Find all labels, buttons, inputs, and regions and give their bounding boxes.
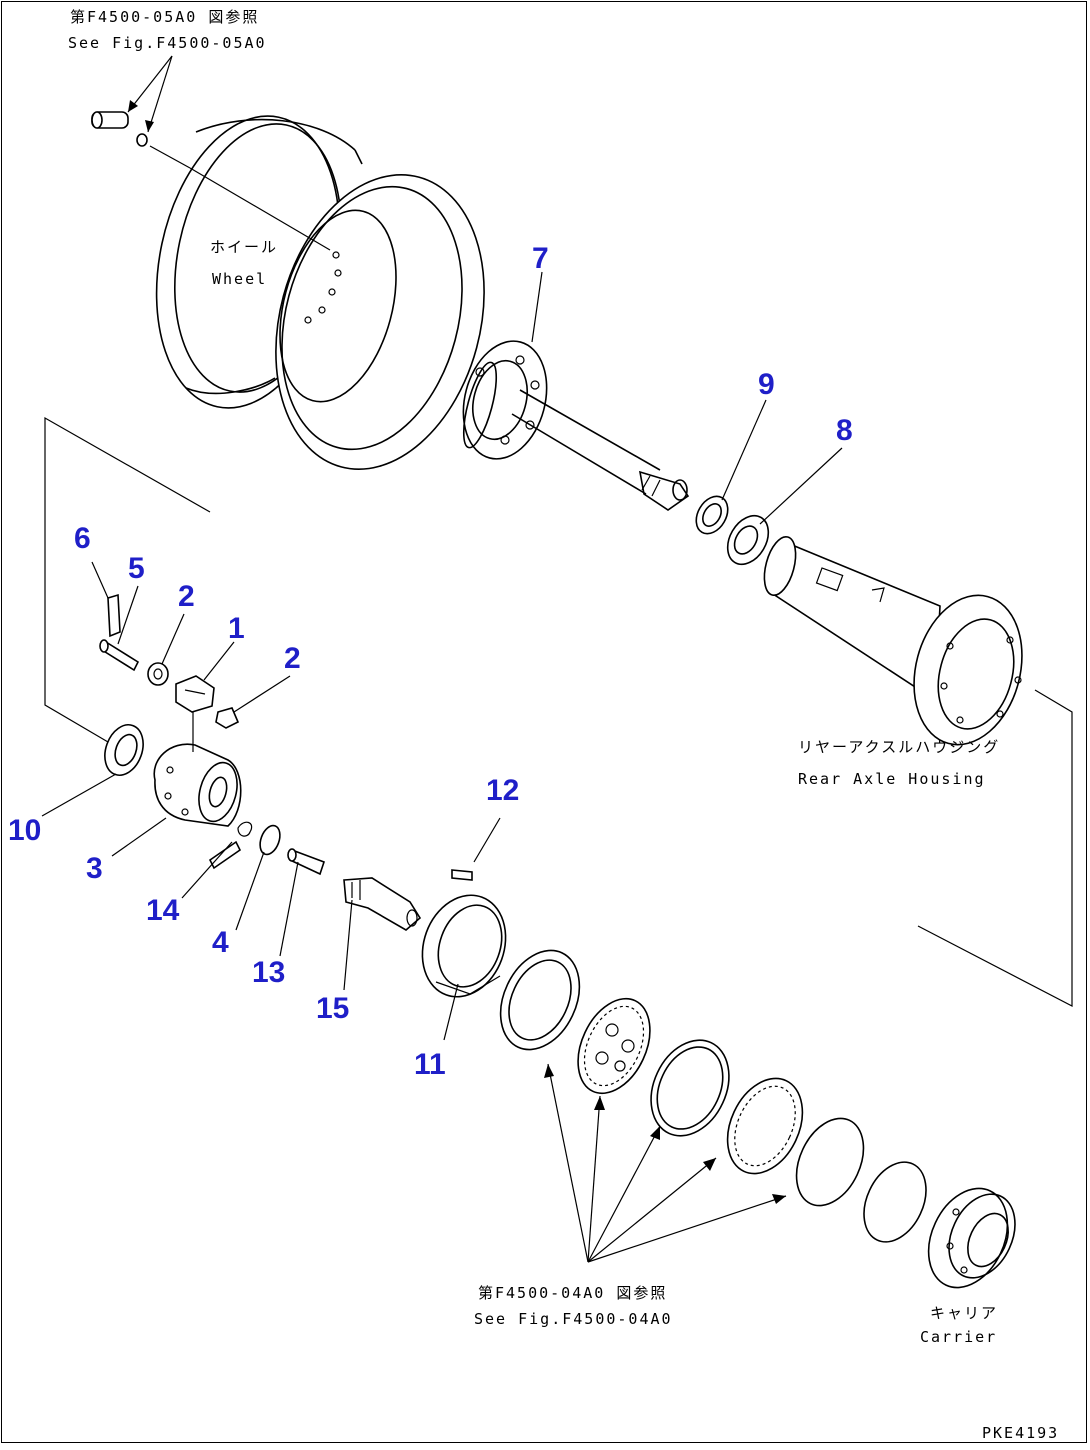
callout-2b: 2 (284, 642, 301, 675)
ref-top-arrows (127, 55, 173, 133)
callout-3: 3 (86, 852, 103, 885)
part-10-bearing (104, 724, 144, 776)
ref-bottom-arrows (544, 1063, 787, 1263)
callout-5: 5 (128, 552, 145, 585)
callout-numbers: 7 9 8 6 5 2 1 2 12 10 3 14 4 13 15 11 (8, 242, 853, 1081)
brake-disc-stack (499, 949, 927, 1243)
part-2-gear-b (215, 707, 240, 729)
callout-11: 11 (414, 1048, 446, 1081)
rear-axle-housing (763, 535, 1023, 746)
callout-4: 4 (212, 926, 229, 959)
part-15-sun-gear (343, 877, 422, 931)
callout-9: 9 (758, 368, 775, 401)
callout-6: 6 (74, 522, 91, 555)
carrier (927, 1187, 1016, 1289)
housing-label-jp: リヤーアクスルハウジング (798, 738, 1000, 756)
carrier-label-en: Carrier (920, 1328, 997, 1346)
part-3-diff-case (153, 712, 242, 827)
part-2-gear-a (147, 662, 169, 686)
assembly-bracket-lines (44, 416, 1073, 1007)
sheet-code: PKE4193 (982, 1424, 1059, 1442)
part-12-pin (451, 869, 473, 881)
part-5-shaft (99, 639, 140, 672)
wheel-label-jp: ホイール (210, 238, 278, 256)
callout-7: 7 (532, 242, 549, 275)
part-13-shaft (287, 848, 326, 876)
wheel-bolts (91, 111, 191, 169)
callout-1: 1 (228, 612, 245, 645)
part-4-washer (259, 824, 281, 856)
ref-top-jp: 第F4500-05A0 図参照 (70, 8, 259, 26)
callout-14: 14 (146, 894, 180, 927)
ref-bottom-jp: 第F4500-04A0 図参照 (478, 1284, 667, 1302)
carrier-label-jp: キャリア (930, 1304, 998, 1322)
part-6-plate (107, 593, 121, 638)
ref-top-en: See Fig.F4500-05A0 (68, 34, 267, 52)
callout-12: 12 (486, 774, 519, 807)
leader-lines (41, 271, 843, 1041)
housing-label-en: Rear Axle Housing (798, 770, 986, 788)
callout-10: 10 (8, 814, 41, 847)
callout-13: 13 (252, 956, 285, 989)
part-1-spider (175, 675, 215, 713)
part-14-pin (208, 821, 253, 870)
ref-bottom-en: See Fig.F4500-04A0 (474, 1310, 673, 1328)
oil-seal (695, 495, 729, 535)
wheel (155, 115, 485, 470)
callout-15: 15 (316, 992, 349, 1025)
callout-8: 8 (836, 414, 853, 447)
callout-2a: 2 (178, 580, 195, 613)
bearing (726, 514, 770, 566)
part-11-ring-gear (421, 894, 507, 998)
wheel-label-en: Wheel (212, 270, 267, 288)
axle-shaft (462, 340, 690, 511)
